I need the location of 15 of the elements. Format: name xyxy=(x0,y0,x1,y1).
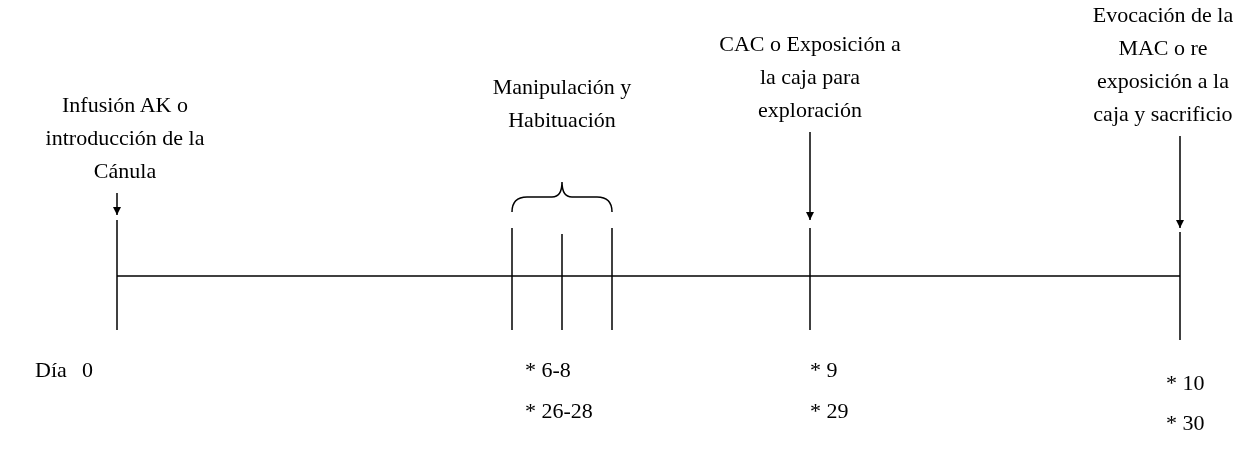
arrow xyxy=(1176,135,1184,229)
day-number: 0 xyxy=(82,357,93,383)
arrow xyxy=(113,192,121,216)
arrow xyxy=(806,131,814,221)
day-number: * 29 xyxy=(810,398,849,424)
event-label: Manipulación y Habituación xyxy=(452,70,672,136)
day-number: * 30 xyxy=(1166,410,1205,436)
event-label: Infusión AK o introducción de la Cánula xyxy=(25,88,225,187)
day-range: * 26-28 xyxy=(525,398,593,424)
day-number: * 9 xyxy=(810,357,838,383)
day-range: * 6-8 xyxy=(525,357,571,383)
day-number: * 10 xyxy=(1166,370,1205,396)
event-label: CAC o Exposición a la caja para exploración xyxy=(715,27,905,126)
event-label: Evocación de la MAC o re exposición a la caja y sacrificio xyxy=(1080,0,1246,130)
day-label: Día xyxy=(35,357,67,383)
